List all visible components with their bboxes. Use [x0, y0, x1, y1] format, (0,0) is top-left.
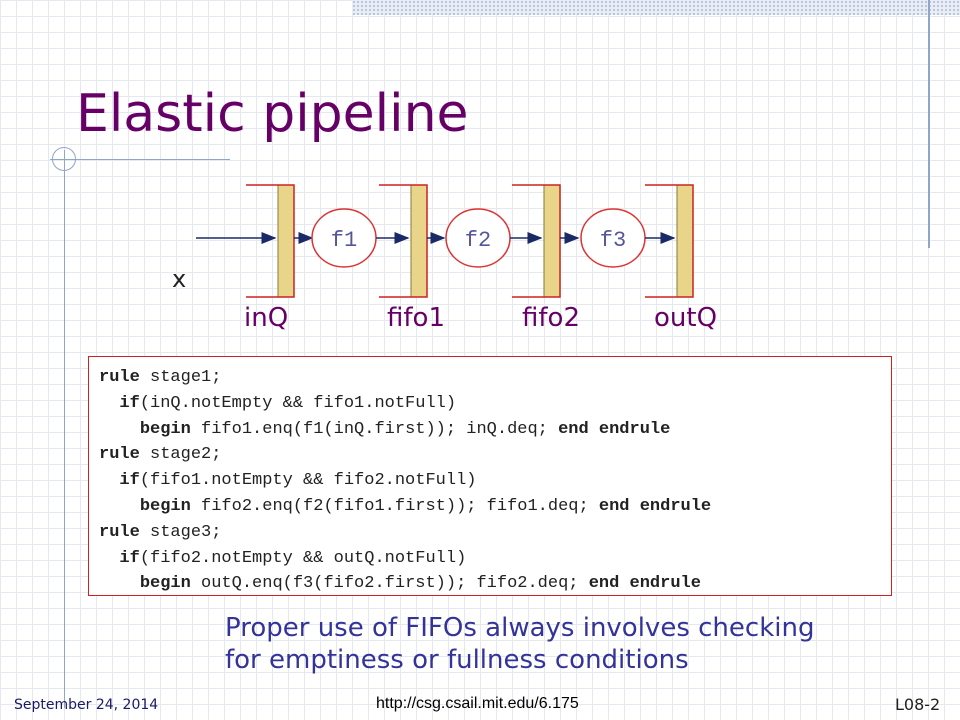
code-line: begin outQ.enq(f3(fifo2.first)); fifo2.d… — [139, 574, 701, 594]
queue-label-fifo2: fifo2 — [522, 303, 580, 333]
queue-label-outQ: outQ — [654, 303, 718, 333]
code-line: begin fifo2.enq(f2(fifo1.first)); fifo1.… — [139, 496, 712, 516]
decorative-circle — [52, 147, 76, 171]
queue-fifo2 — [512, 184, 561, 298]
function-f3-label: f3 — [600, 228, 626, 253]
queue-label-fifo1: fifo1 — [387, 303, 445, 333]
code-line: rule stage1; — [99, 368, 222, 387]
code-line: rule stage2; — [99, 445, 222, 465]
caption-line-2: for emptiness or fullness conditions — [225, 645, 689, 675]
queue-outQ — [645, 184, 694, 298]
footer-date: September 24, 2014 — [14, 697, 159, 713]
footer-url-link[interactable]: http://csg.csail.mit.edu/6.175 — [376, 695, 579, 712]
code-line: if(fifo2.notEmpty && outQ.notFull) — [119, 548, 467, 568]
input-x-label: x — [172, 265, 187, 293]
queue-fifo1 — [379, 184, 428, 298]
footer-page-number: L08-2 — [895, 695, 941, 714]
function-f1-label: f1 — [331, 228, 357, 253]
top-decorative-band — [352, 0, 960, 15]
code-line: if(inQ.notEmpty && fifo1.notFull) — [119, 393, 457, 413]
queue-label-inQ: inQ — [244, 303, 289, 333]
title-underline-decoration — [50, 159, 230, 160]
slide-caption: Proper use of FIFOs always involves chec… — [225, 612, 814, 676]
right-decorative-line — [928, 0, 930, 248]
code-line: begin fifo1.enq(f1(inQ.first)); inQ.deq;… — [139, 419, 671, 439]
caption-line-1: Proper use of FIFOs always involves chec… — [225, 613, 815, 643]
left-decorative-line — [64, 150, 65, 708]
slide-title: Elastic pipeline — [76, 84, 469, 144]
code-line: rule stage3; — [99, 522, 222, 542]
code-line: if(fifo1.notEmpty && fifo2.notFull) — [119, 471, 477, 491]
queue-inQ — [246, 184, 295, 298]
code-block: rule stage1; if(inQ.notEmpty && fifo1.no… — [88, 356, 892, 596]
function-f2-label: f2 — [465, 228, 491, 253]
